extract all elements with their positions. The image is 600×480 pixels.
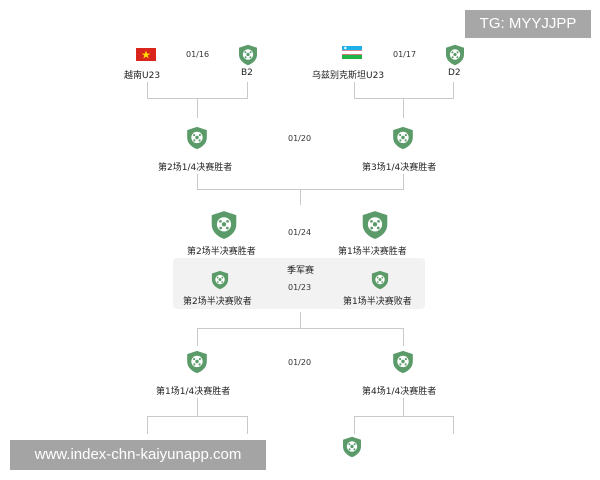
bracket-line [197,98,198,118]
team-shield-icon [210,210,238,240]
bracket-line [300,312,301,328]
bracket-line [197,328,404,329]
team-name-vietnam[interactable]: 越南U23 [124,71,161,81]
third-place-title: 季军赛 [287,266,315,276]
bracket-line [147,416,248,417]
match-date-semifinal: 01/24 [288,228,312,237]
team-shield-icon [392,126,414,150]
bracket-line [197,398,198,416]
sf-winner-2[interactable]: 第2场半决赛胜者 [187,247,256,257]
team-name-uzbekistan[interactable]: 乌兹别克斯坦U23 [312,71,385,81]
team-shield-icon [361,210,389,240]
bracket-line [453,416,454,434]
bracket-line [354,416,355,434]
match-date-right-r16: 01/17 [393,50,417,59]
bracket-line [247,416,248,434]
bracket-line [147,416,148,434]
bracket-line [354,416,454,417]
sf-loser-1[interactable]: 第1场半决赛败者 [343,297,412,307]
qf-winner-1[interactable]: 第1场1/4决赛胜者 [156,387,231,397]
watermark-bottom: www.index-chn-kaiyunapp.com [10,440,266,470]
qf-winner-4[interactable]: 第4场1/4决赛胜者 [362,387,437,397]
bracket-line [300,189,301,205]
vietnam-flag-icon [136,48,156,61]
team-shield-icon [186,350,208,374]
bracket-line [354,82,355,98]
team-shield-icon [371,270,389,290]
sf-loser-2[interactable]: 第2场半决赛败者 [183,297,252,307]
bracket-line [453,82,454,98]
bracket-line [197,328,198,346]
bracket-line [147,82,148,98]
team-name-b2[interactable]: B2 [241,68,253,78]
uzbekistan-flag-icon [342,46,362,59]
match-date-third-place: 01/23 [288,283,312,292]
match-date-qf-bottom: 01/20 [288,358,312,367]
match-date-qf-top: 01/20 [288,134,312,143]
match-date-left-r16: 01/16 [186,50,210,59]
bracket-line [403,174,404,189]
bracket-line [354,98,454,99]
team-shield-icon [342,436,362,458]
bracket-line [247,82,248,98]
team-shield-icon [392,350,414,374]
team-shield-icon [238,44,258,66]
qf-winner-2[interactable]: 第2场1/4决赛胜者 [158,163,233,173]
sf-winner-1[interactable]: 第1场半决赛胜者 [338,247,407,257]
team-shield-icon [186,126,208,150]
bracket-line [403,98,404,118]
team-shield-icon [211,270,229,290]
team-shield-icon [445,44,465,66]
bracket-line [403,328,404,346]
qf-winner-3[interactable]: 第3场1/4决赛胜者 [362,163,437,173]
bracket-line [197,174,198,189]
team-name-d2[interactable]: D2 [448,68,461,78]
bracket-line [403,398,404,416]
watermark-top: TG: MYYJJPP [465,10,591,38]
